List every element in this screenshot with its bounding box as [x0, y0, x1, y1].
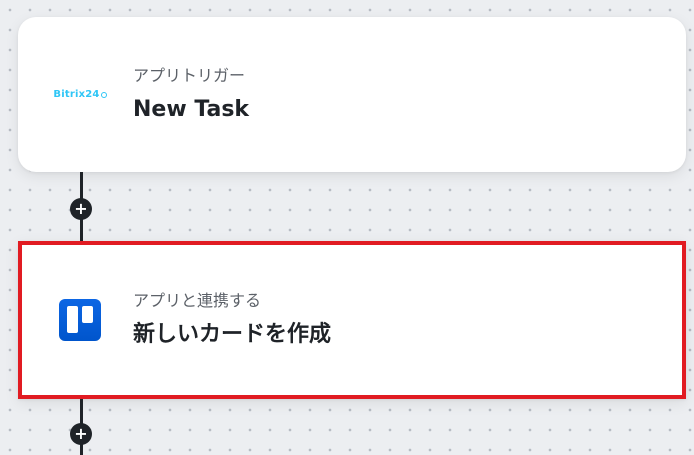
trello-icon — [54, 294, 106, 346]
action-title: 新しいカードを作成 — [133, 322, 332, 348]
add-step-button[interactable]: + — [70, 198, 92, 220]
bitrix24-logo: Bitrix24 — [53, 89, 107, 100]
action-card[interactable]: アプリと連携する 新しいカードを作成 — [18, 241, 686, 399]
add-step-button-bottom[interactable]: + — [70, 423, 92, 445]
trello-logo — [59, 299, 101, 341]
trigger-card[interactable]: Bitrix24 アプリトリガー New Task — [18, 17, 686, 172]
clock-icon — [100, 91, 107, 98]
trello-logo-bar-right — [82, 306, 93, 323]
action-subtitle: アプリと連携する — [133, 291, 262, 311]
plus-icon: + — [74, 199, 88, 218]
bitrix24-logo-text: Bitrix24 — [53, 89, 100, 100]
action-texts: アプリと連携する 新しいカードを作成 — [133, 245, 331, 395]
trello-logo-bar-left — [67, 306, 78, 333]
bitrix24-icon: Bitrix24 — [53, 69, 107, 121]
trigger-texts: アプリトリガー New Task — [133, 17, 249, 172]
plus-icon: + — [74, 424, 88, 443]
trigger-title: New Task — [133, 96, 250, 122]
trigger-subtitle: アプリトリガー — [133, 65, 246, 85]
